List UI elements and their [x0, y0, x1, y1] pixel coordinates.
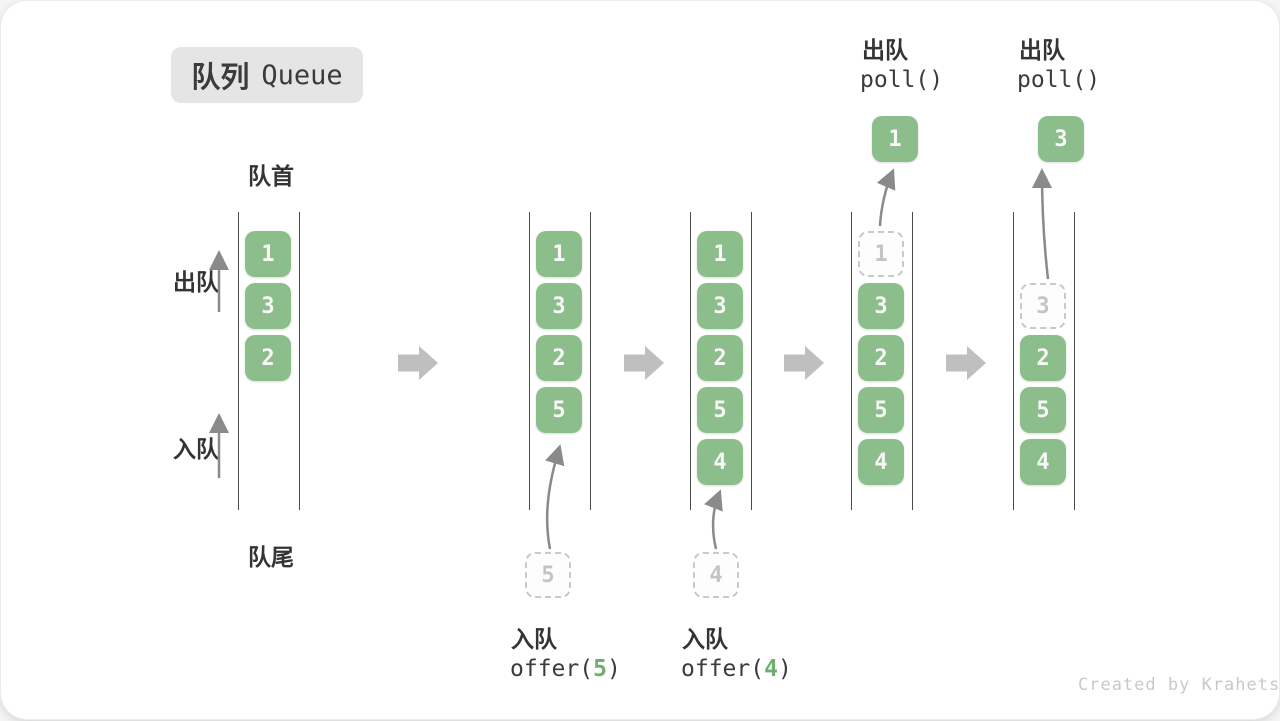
offer1-code-arg: 5: [593, 656, 607, 682]
queue-element-removed: 3: [1020, 283, 1066, 329]
queue-element: 5: [1020, 387, 1066, 433]
queue-element: 1: [697, 231, 743, 277]
offer1-code-close: ): [606, 656, 621, 682]
label-queue-front: 队首: [248, 164, 294, 190]
offer2-code-arg: 4: [764, 656, 778, 682]
label-offer2-code: offer(4): [681, 656, 792, 682]
arrow-right-icon: [784, 346, 824, 380]
label-offer1-code: offer(5): [510, 656, 621, 682]
polled-element: 1: [872, 116, 918, 162]
queue-element: 4: [858, 439, 904, 485]
credit-text: Created by Krahets: [1078, 675, 1279, 695]
title-badge: 队列 Queue: [171, 47, 363, 103]
label-queue-rear: 队尾: [248, 545, 294, 571]
offer2-code-open: offer(: [681, 656, 765, 682]
queue-step-1: 1 3 2: [238, 212, 300, 510]
queue-element: 2: [245, 335, 291, 381]
arrow-right-icon: [624, 346, 664, 380]
queue-element: 4: [1020, 439, 1066, 485]
label-offer2-action: 入队: [682, 627, 728, 653]
queue-element: 5: [858, 387, 904, 433]
offer1-code-open: offer(: [510, 656, 594, 682]
title-zh: 队列: [191, 60, 250, 94]
polled-element: 3: [1038, 116, 1084, 162]
arrow-right-icon: [946, 346, 986, 380]
label-dequeue-side: 出队: [173, 270, 219, 296]
queue-element: 2: [536, 335, 582, 381]
queue-step-3: 1 3 2 5 4: [690, 212, 752, 510]
offer2-code-close: ): [777, 656, 792, 682]
label-poll2-code: poll(): [1017, 67, 1101, 93]
queue-element: 2: [1020, 335, 1066, 381]
label-poll2-action: 出队: [1019, 38, 1065, 64]
queue-element: 1: [536, 231, 582, 277]
queue-element: 3: [697, 283, 743, 329]
pending-element: 4: [693, 552, 739, 598]
queue-element: 2: [858, 335, 904, 381]
queue-step-5: 3 2 5 4: [1013, 212, 1075, 510]
pending-element: 5: [525, 552, 571, 598]
queue-element: 1: [245, 231, 291, 277]
queue-element: 2: [697, 335, 743, 381]
queue-element: 5: [536, 387, 582, 433]
arrow-right-icon: [398, 346, 438, 380]
label-offer1-action: 入队: [511, 627, 557, 653]
queue-step-2: 1 3 2 5: [529, 212, 591, 510]
queue-element: 5: [697, 387, 743, 433]
queue-element: 3: [536, 283, 582, 329]
label-enqueue-side: 入队: [173, 437, 219, 463]
title-en: Queue: [261, 59, 343, 91]
label-poll1-action: 出队: [862, 38, 908, 64]
queue-element: 4: [697, 439, 743, 485]
queue-element-removed: 1: [858, 231, 904, 277]
queue-element: 3: [858, 283, 904, 329]
queue-element: 3: [245, 283, 291, 329]
label-poll1-code: poll(): [860, 67, 944, 93]
queue-step-4: 1 3 2 5 4: [851, 212, 913, 510]
